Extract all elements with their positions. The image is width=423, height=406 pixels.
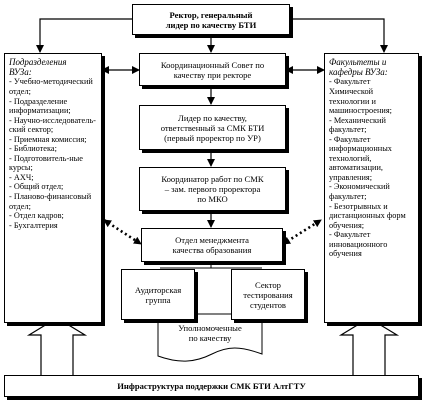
- faculties-box: Факультеты и кафедры ВУЗа: Факультет Хим…: [324, 53, 419, 323]
- authorized-paper-shape: [157, 313, 263, 362]
- quality-department-box: Отдел менеджмента качества образования: [141, 228, 283, 262]
- subdivisions-title-line-2: ВУЗа:: [9, 67, 32, 78]
- testing-line-3: студентов: [250, 299, 286, 310]
- right-up-arrow: [338, 317, 400, 375]
- rector-line-2: лидер по качеству БТИ: [165, 19, 257, 30]
- leader-line-3: (первый проректор по УР): [164, 132, 261, 143]
- dotted-arrow-department-faculties: [282, 218, 322, 246]
- faculty-item: Экономический факультет;: [329, 182, 415, 201]
- subdivision-item: Приемная комиссия;: [9, 135, 98, 145]
- infrastructure-label: Инфраструктура поддержки СМК БТИ АлтГТУ: [117, 381, 306, 391]
- subdivision-item: Научно-исследователь-ский сектор;: [9, 116, 98, 135]
- subdivision-item: Отдел кадров;: [9, 211, 98, 221]
- subdivision-item: Библиотека;: [9, 144, 98, 154]
- coordinator-box: Координатор работ по СМК – зам. первого …: [139, 167, 286, 211]
- subdivision-item: Планово-финансовый отдел;: [9, 192, 98, 211]
- council-line-2: качеству при ректоре: [173, 69, 252, 80]
- coordinator-line-3: по МКО: [197, 194, 228, 204]
- audit-line-2: группа: [145, 294, 171, 305]
- faculty-item: Механический факультет;: [329, 116, 415, 135]
- infrastructure-bar: Инфраструктура поддержки СМК БТИ АлтГТУ: [4, 375, 419, 397]
- authorized-line-2: по качеству: [188, 333, 232, 343]
- testing-line-2: тестирования: [243, 289, 293, 300]
- authorized-label: Уполномоченные по качеству: [160, 318, 260, 348]
- coordinator-line-2: – зам. первого проректора: [164, 184, 261, 194]
- faculties-title-line-2: кафедры ВУЗа:: [329, 67, 388, 78]
- testing-sector-box: Сектор тестирования студентов: [231, 269, 305, 320]
- faculty-item: Факультет инновационного обучения: [329, 230, 415, 259]
- faculties-title-line-1: Факультеты и: [329, 57, 387, 67]
- rector-line-1: Ректор, генеральный: [169, 9, 253, 20]
- subdivision-item: АХЧ;: [9, 173, 98, 183]
- subdivision-item: Подразделение информатизации;: [9, 97, 98, 116]
- subdivisions-box: Подразделения ВУЗа: Учебно-методический …: [4, 53, 102, 323]
- testing-line-1: Сектор: [255, 279, 281, 290]
- quality-leader-box: Лидер по качеству, ответственный за СМК …: [139, 105, 286, 150]
- authorized-line-1: Уполномоченные: [178, 323, 242, 333]
- leader-line-2: ответственный за СМК БТИ: [160, 122, 265, 133]
- faculty-item: Безотрывных и дистанционных форм обучени…: [329, 202, 415, 231]
- subdivisions-list: Учебно-методический отдел; Подразделение…: [9, 77, 98, 230]
- audit-group-box: Аудиторская группа: [121, 269, 195, 320]
- faculty-item: Факультет Химической технологии и машино…: [329, 77, 415, 115]
- left-up-arrow: [26, 317, 88, 375]
- coordinator-line-1: Координатор работ по СМК: [161, 174, 264, 184]
- subdivision-item: Учебно-методический отдел;: [9, 77, 98, 96]
- department-line-1: Отдел менеджмента: [175, 235, 249, 245]
- audit-line-1: Аудиторская: [134, 284, 182, 295]
- arrow-rector-subdivisions: [36, 18, 132, 53]
- subdivision-item: Бухгалтерия: [9, 221, 98, 231]
- department-line-2: качества образования: [172, 245, 252, 255]
- leader-line-1: Лидер по качеству,: [178, 112, 247, 123]
- faculties-list: Факультет Химической технологии и машино…: [329, 77, 415, 258]
- subdivisions-title-line-1: Подразделения: [9, 57, 67, 67]
- subdivision-item: Подготовитель-ные курсы;: [9, 154, 98, 173]
- arrow-rector-faculties: [290, 18, 388, 53]
- rector-box: Ректор, генеральный лидер по качеству БТ…: [132, 4, 290, 35]
- subdivision-item: Общий отдел;: [9, 182, 98, 192]
- council-box: Координационный Совет по качеству при ре…: [139, 53, 286, 86]
- faculty-item: Факультет информационных технологий, авт…: [329, 135, 415, 183]
- council-line-1: Координационный Совет по: [160, 59, 265, 70]
- dotted-arrow-department-subdivisions: [103, 218, 142, 246]
